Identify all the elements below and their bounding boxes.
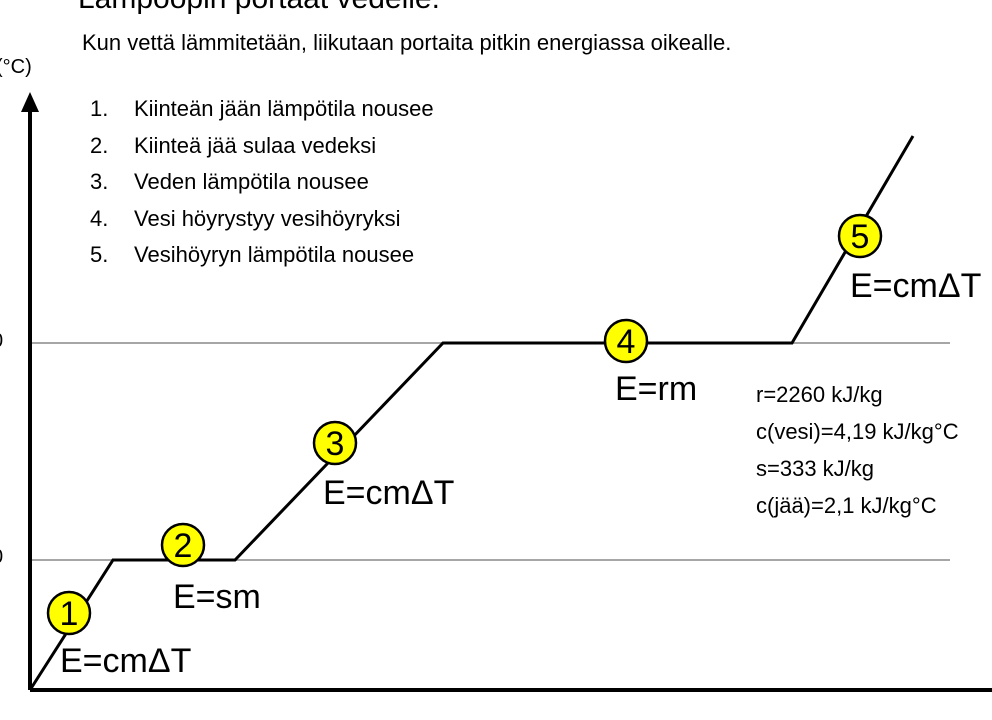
y-tick-boiling: 0 xyxy=(0,330,3,353)
formula-2: E=sm xyxy=(173,578,261,616)
list-item: 4.Vesi höyrystyy vesihöyryksi xyxy=(90,205,401,231)
marker-3: 3 xyxy=(312,420,358,466)
list-item: 2.Kiinteä jää sulaa vedeksi xyxy=(90,132,377,158)
formula-1: E=cmΔT xyxy=(60,642,192,680)
page-title: Lämpöopin portaat vedelle. xyxy=(78,0,440,16)
constant-r: r=2260 kJ/kg xyxy=(756,382,883,407)
marker-2: 2 xyxy=(160,522,206,568)
marker-5: 5 xyxy=(837,213,883,259)
constant-c-water: c(vesi)=4,19 kJ/kg°C xyxy=(756,419,959,444)
y-axis-label: (°C) xyxy=(0,56,32,78)
constants-box: r=2260 kJ/kg c(vesi)=4,19 kJ/kg°C s=333 … xyxy=(756,380,959,528)
marker-1: 1 xyxy=(46,590,92,636)
step-list: 1.Kiinteän jään lämpötila nousee 2.Kiint… xyxy=(90,94,434,277)
svg-text:4: 4 xyxy=(617,323,636,361)
list-item: 5.Vesihöyryn lämpötila nousee xyxy=(90,242,415,267)
svg-text:5: 5 xyxy=(851,218,870,256)
constant-s: s=333 kJ/kg xyxy=(756,456,875,481)
list-item: 1.Kiinteän jään lämpötila nousee xyxy=(90,96,434,121)
formula-4: E=rm xyxy=(615,370,698,408)
marker-4: 4 xyxy=(603,318,649,364)
svg-text:2: 2 xyxy=(174,527,193,565)
y-axis-arrow-icon xyxy=(21,92,39,112)
formula-5: E=cmΔT xyxy=(850,267,982,305)
svg-text:3: 3 xyxy=(326,425,345,463)
y-tick-melting: 0 xyxy=(0,546,3,569)
subtitle: Kun vettä lämmitetään, liikutaan portait… xyxy=(82,30,732,55)
svg-text:1: 1 xyxy=(60,595,79,633)
formula-3: E=cmΔT xyxy=(323,474,455,512)
list-item: 3.Veden lämpötila nousee xyxy=(90,169,369,194)
constant-c-ice: c(jää)=2,1 kJ/kg°C xyxy=(756,493,937,518)
